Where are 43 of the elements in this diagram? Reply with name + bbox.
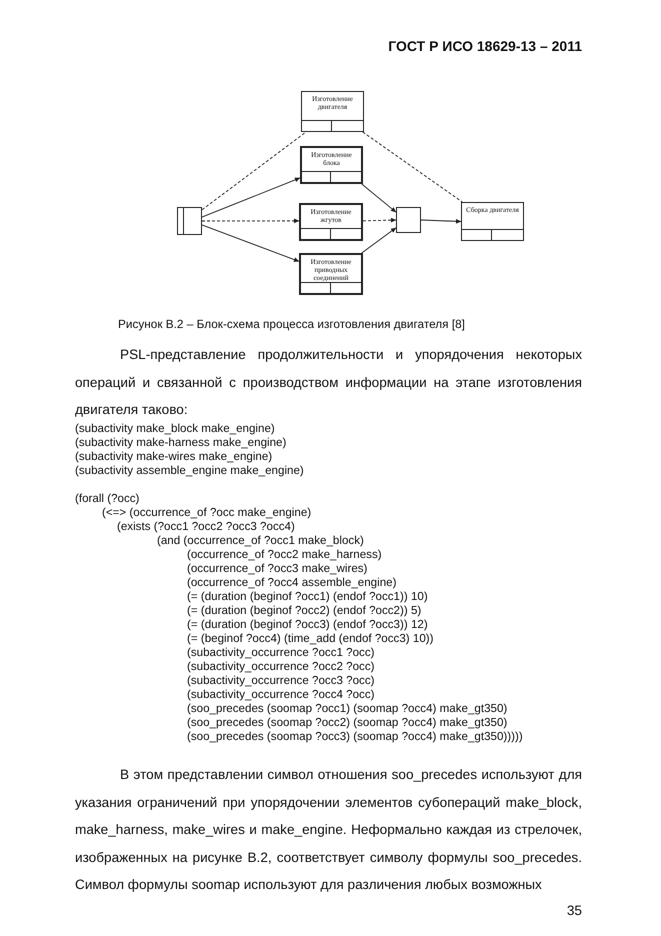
arrow [202,224,300,262]
activity-box [299,203,363,241]
dashed-connector [362,218,396,222]
code-line: (subactivity_occurrence ?occ4 ?occ) [187,688,375,702]
code-line: (subactivity_occurrence ?occ2 ?occ) [187,660,375,674]
code-line: (forall (?occ) [75,492,140,506]
code-line: (subactivity_occurrence ?occ1 ?occ) [187,646,375,660]
code-line: (soo_precedes (soomap ?occ3) (soomap ?occ4) make_gt350))))) [187,730,523,744]
arrow [361,227,396,254]
page-header: ГОСТ Р ИСО 18629-13 – 2011 [388,38,582,54]
code-line: (soo_precedes (soomap ?occ1) (soomap ?occ4) make_gt350) [187,702,508,716]
arrow [361,184,396,213]
activity-box [461,202,524,241]
code-line: (subactivity make-harness make_engine) [75,436,286,450]
activity-box [301,91,364,132]
dashed-connector [362,132,463,202]
code-line: (occurrence_of ?occ4 assemble_engine) [187,576,396,590]
code-line: (subactivity assemble_engine make_engine) [75,464,304,478]
code-line: (occurrence_of ?occ2 make_harness) [187,548,382,562]
code-line: (exists (?occ1 ?occ2 ?occ3 ?occ4) [117,520,295,534]
junction-box [396,207,421,233]
dashed-connector [202,132,306,210]
dashed-connector [202,218,300,224]
code-line: (= (duration (beginof ?occ3) (endof ?occ3)) 12) [187,618,428,632]
code-line: (= (duration (beginof ?occ2) (endof ?occ2)) 5) [187,604,422,618]
code-line: (occurrence_of ?occ3 make_wires) [187,562,368,576]
code-line: (= (duration (beginof ?occ1) (endof ?occ1)) 10) [187,590,428,604]
activity-box [300,146,363,184]
figure-caption: Рисунок В.2 – Блок-схема процесса изготовления двигателя [8] [118,317,465,331]
arrow [202,177,300,218]
code-line: (soo_precedes (soomap ?occ2) (soomap ?occ4) make_gt350) [187,716,508,730]
code-line: (<=> (occurrence_of ?occ make_engine) [102,506,312,520]
code-line: (subactivity make-wires make_engine) [75,450,272,464]
code-line: (and (occurrence_of ?occ1 make_block) [157,534,364,548]
code-line: (subactivity_occurrence ?occ3 ?occ) [187,674,375,688]
page-number: 35 [566,903,582,918]
activity-box [299,253,363,295]
code-line: (= (beginof ?occ4) (time_add (endof ?occ3) 10)) [187,632,434,646]
code-line: (subactivity make_block make_engine) [75,422,275,436]
body-paragraph: PSL-представление продолжительности и упорядочения некоторых операций и связанной с производством информации на этапе изготовления двигателя таково: [75,346,582,419]
body-paragraph: В этом представлении символ отношения soo_precedes используют для указания ограничений при упорядочении элементов субопераций make_block, make_harness, make_wires и make_engine. Неформально каждая из стрелочек, изображенных на рисунке В.2, соответствует символу формулы soo_precedes. Символ формулы soomap используют для различения любых возможных [75,766,582,894]
arrow [420,218,462,224]
junction-box [177,207,202,235]
